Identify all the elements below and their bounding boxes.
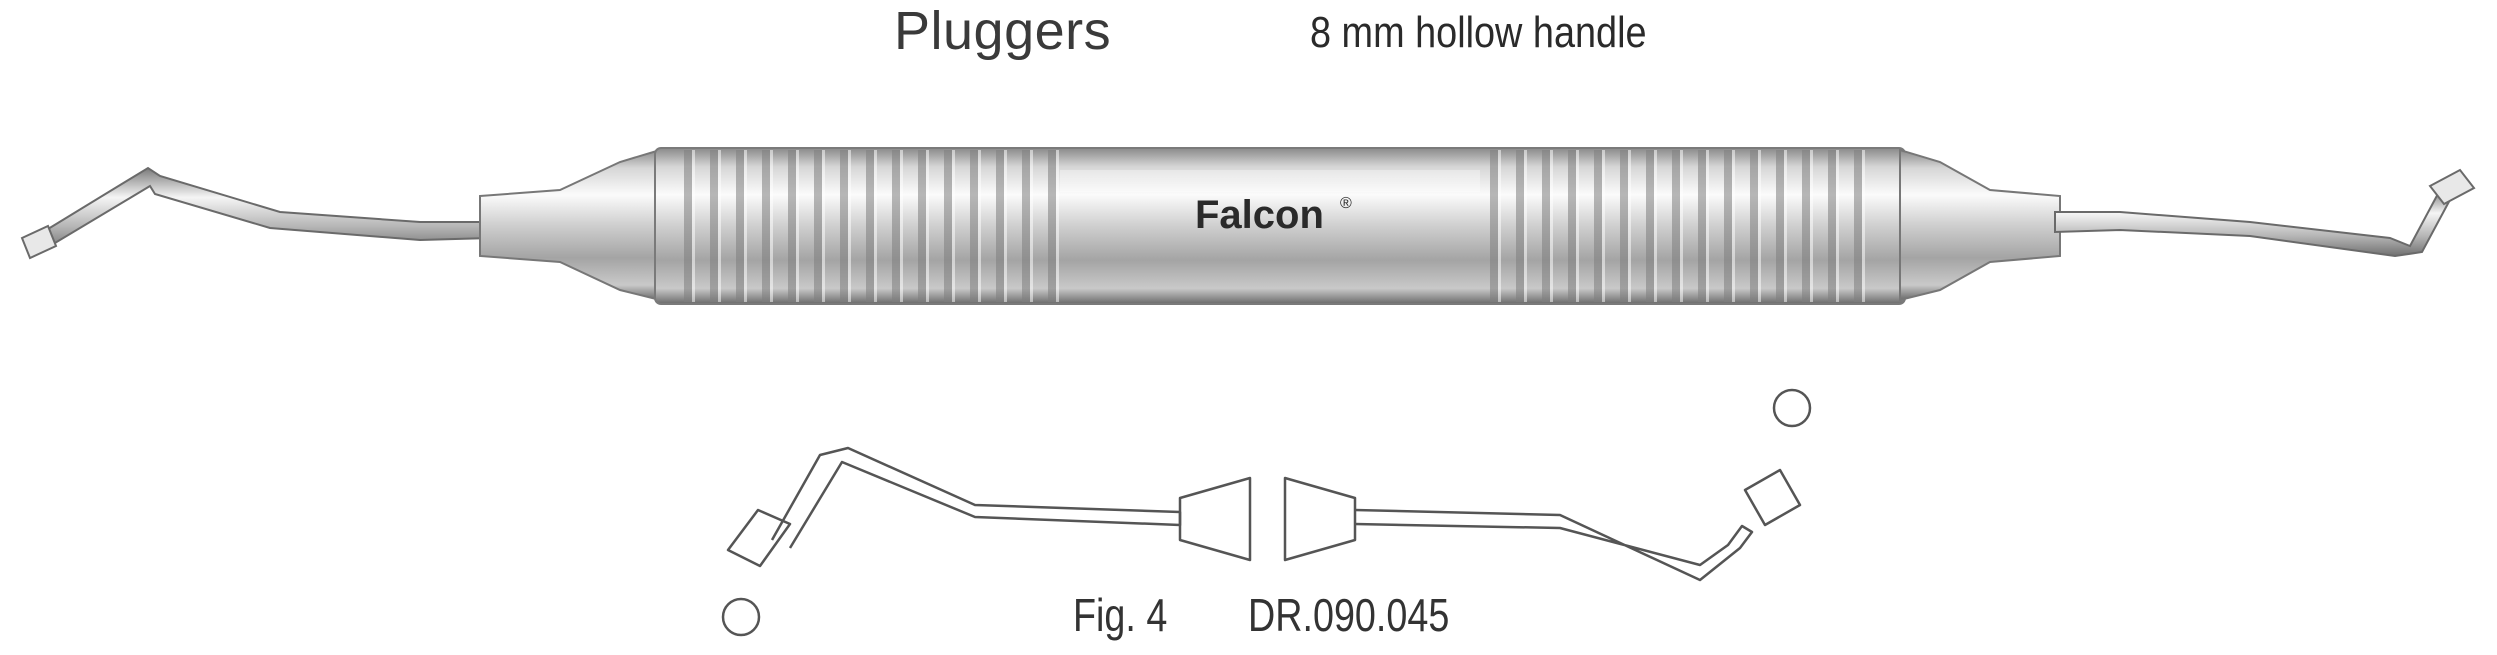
right-working-end [2054,168,2476,258]
diagram-circle-top [1772,388,1812,428]
figure-label: Fig. 4 [1073,589,1168,641]
diagram-right-shaft [1354,508,1754,582]
diagram-right-tip [1743,468,1802,527]
right-collar [1899,148,2061,302]
brand-logo: Falcon [1195,193,1324,237]
product-code: DR.090.045 [1248,589,1450,641]
diagram-left-tip [726,508,792,568]
handle-description: 8 mm hollow handle [1310,8,1647,57]
page-title: Pluggers [894,1,1112,61]
dental-plugger-instrument: Falcon ® [20,147,2476,305]
diagram-left-collar [1178,476,1252,562]
diagram-left-shaft [770,446,1182,549]
diagram-right-collar [1283,476,1357,562]
handle-body [654,147,1906,305]
diagram-circle-bottom [721,597,761,637]
brand-trademark: ® [1340,195,1352,212]
